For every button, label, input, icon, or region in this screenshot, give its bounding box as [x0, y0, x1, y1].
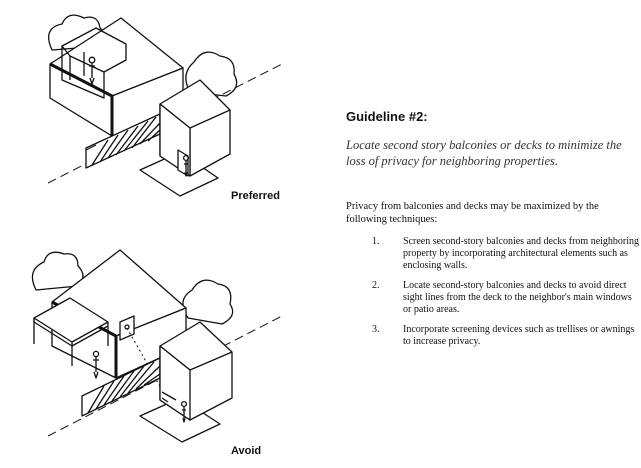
list-item: 3. Incorporate screening devices such as…	[372, 324, 640, 348]
avoid-illustration	[31, 249, 283, 443]
list-item: 1. Screen second-story balconies and dec…	[372, 236, 640, 272]
list-item-number: 1.	[372, 236, 380, 247]
tree	[185, 51, 238, 97]
tree	[182, 279, 234, 325]
list-item-text: Locate second-story balconies and decks …	[403, 280, 632, 315]
privacy-screen	[85, 113, 161, 169]
list-item-text: Incorporate screening devices such as tr…	[403, 324, 635, 347]
preferred-illustration	[47, 14, 283, 197]
big-house	[33, 249, 187, 379]
list-item-number: 3.	[372, 324, 380, 335]
list-item: 2. Locate second-story balconies and dec…	[372, 280, 640, 316]
avoid-caption: Avoid	[231, 445, 262, 457]
big-house	[49, 17, 184, 137]
list-item-text: Screen second-story balconies and decks …	[403, 236, 640, 271]
techniques-list: 1. Screen second-story balconies and dec…	[372, 236, 640, 356]
neighbor-house	[139, 79, 231, 197]
tree	[31, 251, 84, 291]
neighbor-house	[139, 321, 233, 443]
guideline-statement: Locate second story balconies or decks t…	[346, 138, 622, 168]
preferred-caption: Preferred	[231, 190, 280, 202]
techniques-intro: Privacy from balconies and decks may be …	[346, 201, 599, 225]
list-item-number: 2.	[372, 280, 380, 291]
guideline-heading: Guideline #2:	[346, 109, 428, 124]
